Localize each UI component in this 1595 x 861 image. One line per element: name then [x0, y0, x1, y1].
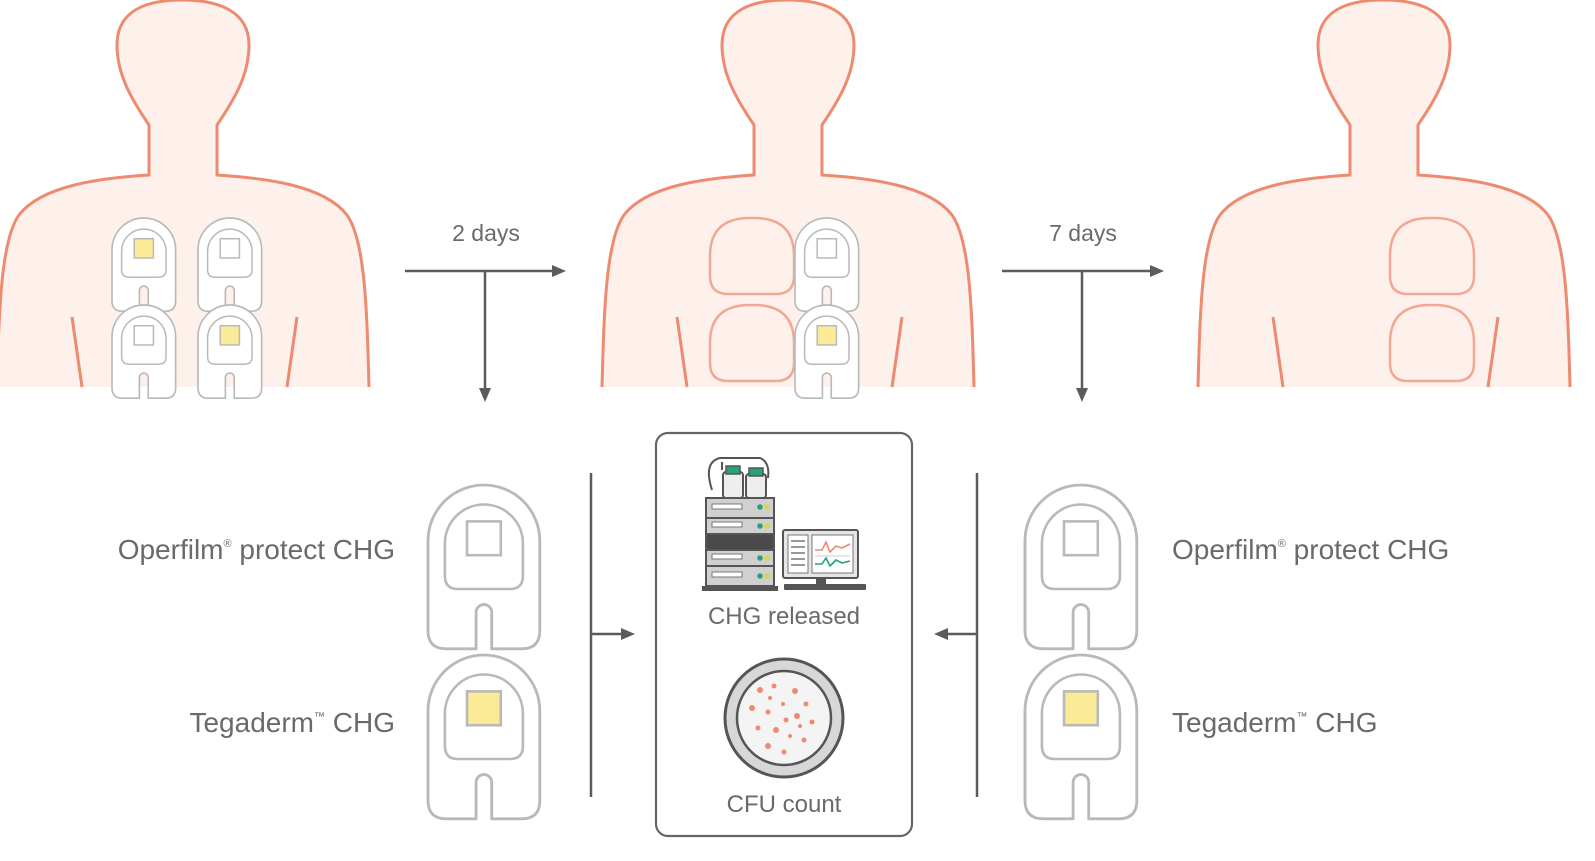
label-operfilm-right: Operfilm® protect CHG	[1172, 534, 1449, 565]
hplc-instrument-icon	[702, 457, 778, 591]
dressing-icon	[794, 217, 860, 313]
cfu-count-label: CFU count	[727, 791, 842, 818]
dressing-icon	[794, 304, 860, 400]
dressing-icon	[426, 653, 542, 821]
label-operfilm-left: Operfilm® protect CHG	[118, 534, 395, 565]
arrow-7-days	[1002, 265, 1164, 402]
label-tegaderm-right: Tegaderm™ CHG	[1172, 707, 1378, 738]
dressing-icon	[426, 483, 542, 651]
label-tegaderm-left: Tegaderm™ CHG	[189, 707, 395, 738]
arrow-2-days	[405, 265, 566, 402]
interval-label-2-days: 2 days	[452, 220, 520, 246]
monitor-icon	[782, 529, 866, 590]
dressing-icon	[111, 217, 177, 313]
dressing-icon	[197, 304, 263, 400]
arrow-to-analysis-left	[589, 473, 635, 797]
dressing-icon	[111, 304, 177, 400]
interval-label-7-days: 7 days	[1049, 220, 1117, 246]
dressing-icon	[1023, 653, 1139, 821]
torso-day-7	[1196, 0, 1572, 389]
dressing-icon	[1023, 483, 1139, 651]
petri-dish-icon	[723, 657, 845, 779]
torso-day-2	[600, 0, 976, 389]
chg-released-label: CHG released	[708, 603, 860, 630]
dressing-icon	[197, 217, 263, 313]
arrow-to-analysis-right	[934, 473, 979, 797]
torso-baseline	[0, 0, 371, 389]
